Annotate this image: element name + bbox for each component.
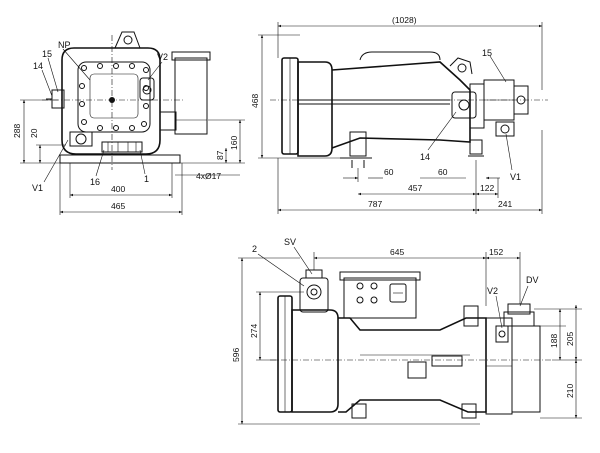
dim-596: 596: [231, 348, 241, 362]
label-14: 14: [33, 61, 43, 71]
label-1: 1: [144, 174, 149, 184]
label-np: NP: [58, 40, 71, 50]
dim-210: 210: [565, 384, 575, 398]
dim-787: 787: [368, 199, 382, 209]
dim-288: 288: [12, 124, 22, 138]
side-label-15: 15: [482, 48, 492, 58]
dim-4x17: 4xØ17: [196, 171, 221, 181]
dim-60-b: 60: [438, 167, 448, 177]
dim-160: 160: [229, 136, 239, 150]
dim-188: 188: [549, 334, 559, 348]
label-16: 16: [90, 177, 100, 187]
side-view: (1028) 15: [250, 15, 548, 214]
top-label-dv: DV: [526, 275, 539, 285]
dim-87: 87: [215, 150, 225, 160]
top-label-2: 2: [252, 244, 257, 254]
dim-457: 457: [408, 183, 422, 193]
label-v1: V1: [32, 183, 43, 193]
top-label-v2: V2: [487, 286, 498, 296]
front-view: NP V2 15 14 V1 16 1 288 20 87 160 400 46…: [12, 31, 245, 215]
dim-645: 645: [390, 247, 404, 257]
side-label-14: 14: [420, 152, 430, 162]
side-label-v1: V1: [510, 172, 521, 182]
dim-122: 122: [480, 183, 494, 193]
top-view: 2 SV V2 DV 645 152 596 274 188 205 210: [231, 237, 582, 425]
dim-468: 468: [250, 94, 260, 108]
dim-1028: (1028): [392, 15, 417, 25]
dim-205: 205: [565, 332, 575, 346]
dim-274: 274: [249, 324, 259, 338]
dim-465: 465: [111, 201, 125, 211]
dim-152: 152: [489, 247, 503, 257]
label-15: 15: [42, 49, 52, 59]
dim-400: 400: [111, 184, 125, 194]
dim-60-a: 60: [384, 167, 394, 177]
dim-241: 241: [498, 199, 512, 209]
label-v2: V2: [157, 52, 168, 62]
top-label-sv: SV: [284, 237, 296, 247]
dim-20: 20: [29, 128, 39, 138]
